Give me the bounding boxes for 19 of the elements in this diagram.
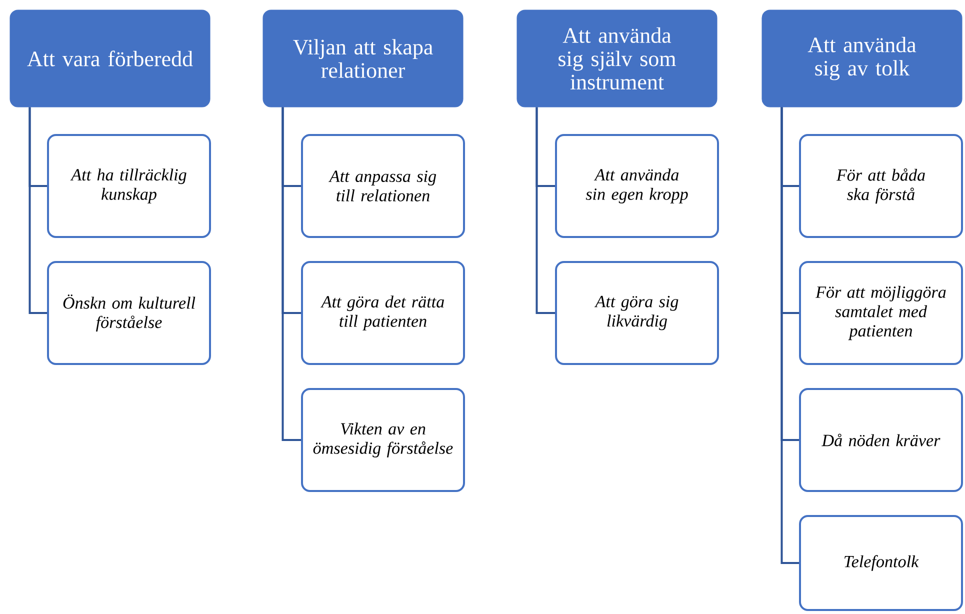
subtheme-box: Att göra det rätta till patienten xyxy=(301,261,465,365)
subtheme-box: Telefontolk xyxy=(799,515,963,611)
subtheme-box: Att använda sin egen kropp xyxy=(555,134,719,238)
header-box: Att använda sig av tolk xyxy=(762,10,962,108)
subtheme-box: Då nöden kräver xyxy=(799,388,963,492)
subtheme-box: För att båda ska förstå xyxy=(799,134,963,238)
subtheme-box: Att ha tillräcklig kunskap xyxy=(47,134,211,238)
connector-line xyxy=(536,107,555,314)
subtheme-box: Önskn om kulturell förståelse xyxy=(47,261,211,365)
header-box: Att använda sig själv som instrument xyxy=(516,10,718,108)
header-box: Att vara förberedd xyxy=(10,10,210,108)
subtheme-box: Att anpassa sig till relationen xyxy=(301,134,465,238)
subtheme-box: Vikten av en ömsesidig förståelse xyxy=(301,388,465,492)
connector-line xyxy=(780,107,799,564)
subtheme-box: Att göra sig likvärdig xyxy=(555,261,719,365)
connector-line xyxy=(28,107,47,314)
connector-line xyxy=(282,107,301,441)
header-box: Viljan att skapa relationer xyxy=(262,10,464,108)
subtheme-box: För att möjliggöra samtalet med patienten xyxy=(799,261,963,365)
